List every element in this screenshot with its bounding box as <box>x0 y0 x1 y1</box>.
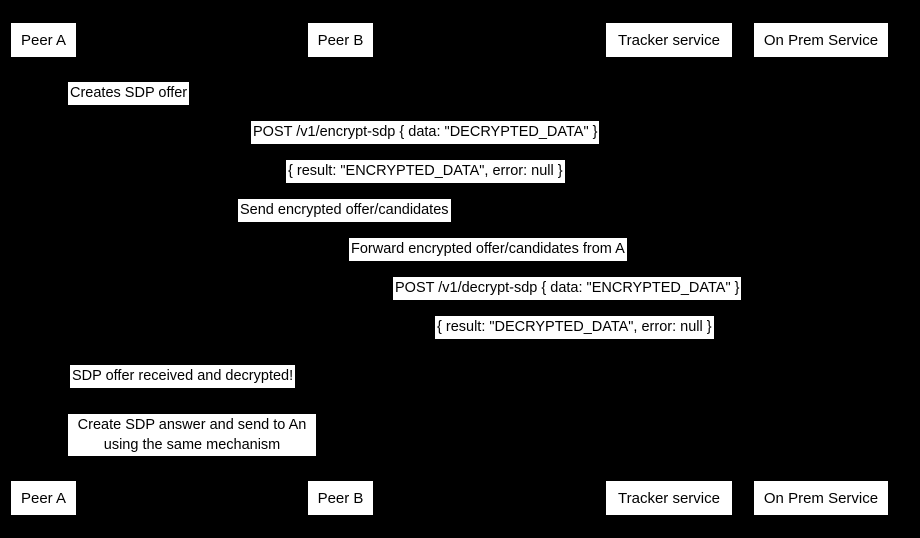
participant-footer-on-prem-service[interactable]: On Prem Service <box>753 480 889 516</box>
lifeline-peer-a <box>43 58 44 480</box>
arrow-message-3 <box>43 183 821 184</box>
message-label-post-decrypt-sdp: POST /v1/decrypt-sdp { data: "ENCRYPTED_… <box>393 277 742 300</box>
message-label-result-encrypted-data: { result: "ENCRYPTED_DATA", error: null … <box>286 160 565 183</box>
message-label-creates-sdp-offer: Creates SDP offer <box>68 82 190 105</box>
message-label-create-sdp-answer-line-2: using the same mechanism <box>103 437 281 453</box>
arrow-message-2 <box>43 144 821 145</box>
arrow-message-1 <box>43 105 153 106</box>
lifeline-on-prem-service <box>821 58 822 480</box>
message-label-forward-encrypted-offer: Forward encrypted offer/candidates from … <box>349 238 627 261</box>
participant-peer-b[interactable]: Peer B <box>307 22 374 58</box>
participant-footer-peer-b[interactable]: Peer B <box>307 480 374 516</box>
participant-footer-tracker-service[interactable]: Tracker service <box>605 480 733 516</box>
arrow-message-4 <box>43 222 668 223</box>
message-label-create-sdp-answer: Create SDP answer and send to An using t… <box>68 414 316 456</box>
lifeline-tracker-service <box>668 58 669 480</box>
message-label-create-sdp-answer-line-1: Create SDP answer and send to An <box>77 417 307 433</box>
message-label-sdp-offer-received: SDP offer received and decrypted! <box>70 365 296 388</box>
participant-tracker-service[interactable]: Tracker service <box>605 22 733 58</box>
message-label-send-encrypted-offer: Send encrypted offer/candidates <box>238 199 451 222</box>
arrow-message-8 <box>43 388 153 389</box>
message-label-result-decrypted-data: { result: "DECRYPTED_DATA", error: null … <box>435 316 714 339</box>
arrow-message-7 <box>340 339 821 340</box>
participant-on-prem-service[interactable]: On Prem Service <box>753 22 889 58</box>
arrow-message-5 <box>340 261 668 262</box>
arrow-message-6 <box>340 300 821 301</box>
message-label-post-encrypt-sdp: POST /v1/encrypt-sdp { data: "DECRYPTED_… <box>251 121 600 144</box>
lifeline-peer-b <box>340 58 341 480</box>
participant-footer-peer-a[interactable]: Peer A <box>10 480 77 516</box>
participant-peer-a[interactable]: Peer A <box>10 22 77 58</box>
